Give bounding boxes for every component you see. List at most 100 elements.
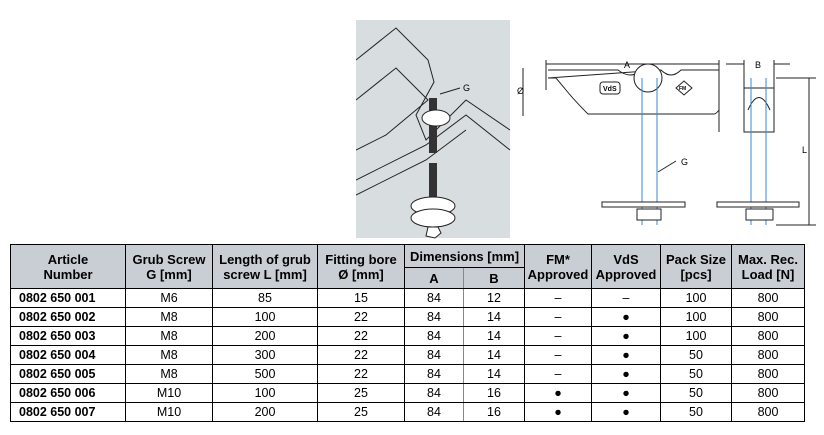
cell-pack: 50 [660,402,732,422]
cell-fm: ● [524,383,592,403]
cell-load: 800 [731,288,805,308]
installation-illustration: G [356,20,511,239]
header-length: Length of grub [219,251,311,267]
header-article-2: Number [43,266,93,282]
cell-load: 800 [731,345,805,365]
cell-pack: 100 [660,326,732,346]
cell-pack: 50 [660,383,732,403]
cell-a: 84 [404,345,464,365]
cell-fm: ● [524,402,592,422]
header-grub: Grub Screw [132,251,206,267]
cell-pack: 100 [660,307,732,327]
header-bore: Fitting bore [325,251,397,267]
header-pack: Pack Size [666,251,726,267]
cell-article: 0802 650 006 [10,383,126,403]
header-article: Article [47,251,89,267]
cell-bore: 25 [317,402,405,422]
cell-length: 500 [212,364,318,384]
cell-a: 84 [404,288,464,308]
cell-length: 85 [212,288,318,308]
header-fm: FM* [546,251,570,267]
cell-b: 14 [463,307,525,327]
cell-grub: M8 [125,345,213,365]
label-a: A [624,60,630,70]
cell-length: 300 [212,345,318,365]
header-dim-a: A [404,267,464,289]
header-pack-2: [pcs] [680,266,712,282]
header-length-2: screw L [mm] [223,266,307,282]
cell-a: 84 [404,326,464,346]
cell-grub: M6 [125,288,213,308]
header-grub-2: G [mm] [146,266,192,282]
cell-a: 84 [404,364,464,384]
cell-pack: 50 [660,364,732,384]
cell-vds: ● [591,364,661,384]
cell-article: 0802 650 003 [10,326,126,346]
cell-b: 16 [463,383,525,403]
cell-vds: – [591,288,661,308]
vds-mark: VdS [603,86,617,93]
cell-vds: ● [591,345,661,365]
cell-bore: 22 [317,326,405,346]
cell-b: 12 [463,288,525,308]
cell-fm: – [524,288,592,308]
header-fm-2: Approved [527,266,589,282]
cell-bore: 22 [317,307,405,327]
cell-vds: ● [591,307,661,327]
cell-b: 14 [463,364,525,384]
cell-article: 0802 650 005 [10,364,126,384]
cell-length: 200 [212,402,318,422]
cell-pack: 50 [660,345,732,365]
cell-vds: ● [591,326,661,346]
cell-b: 16 [463,402,525,422]
cell-grub: M10 [125,383,213,403]
cell-pack: 100 [660,288,732,308]
cell-bore: 15 [317,288,405,308]
header-dim-b: B [463,267,525,289]
cell-vds: ● [591,402,661,422]
cell-load: 800 [731,383,805,403]
front-view-drawing: A Ø VdS FM G [517,60,720,225]
cell-load: 800 [731,326,805,346]
cell-article: 0802 650 004 [10,345,126,365]
cell-a: 84 [404,307,464,327]
cell-length: 200 [212,326,318,346]
side-view-drawing: B L [716,60,816,226]
cell-a: 84 [404,402,464,422]
cell-article: 0802 650 007 [10,402,126,422]
cell-bore: 22 [317,345,405,365]
label-bore: Ø [517,86,524,96]
cell-grub: M10 [125,402,213,422]
cell-grub: M8 [125,364,213,384]
header-vds: VdS [613,251,639,267]
label-g-front: G [681,157,688,167]
cell-length: 100 [212,307,318,327]
cell-grub: M8 [125,326,213,346]
cell-load: 800 [731,307,805,327]
cell-load: 800 [731,402,805,422]
cell-fm: – [524,345,592,365]
cell-article: 0802 650 001 [10,288,126,308]
header-vds-2: Approved [595,266,657,282]
cell-length: 100 [212,383,318,403]
fm-mark: FM [679,86,686,92]
cell-article: 0802 650 002 [10,307,126,327]
header-bore-2: Ø [mm] [338,266,384,282]
label-g-illustration: G [463,83,470,93]
header-load: Max. Rec. [738,251,798,267]
product-drawing: G A Ø VdS FM G B L [356,20,816,239]
cell-load: 800 [731,364,805,384]
cell-fm: – [524,307,592,327]
cell-b: 14 [463,326,525,346]
cell-bore: 25 [317,383,405,403]
cell-a: 84 [404,383,464,403]
header-load-2: Load [N] [741,266,795,282]
